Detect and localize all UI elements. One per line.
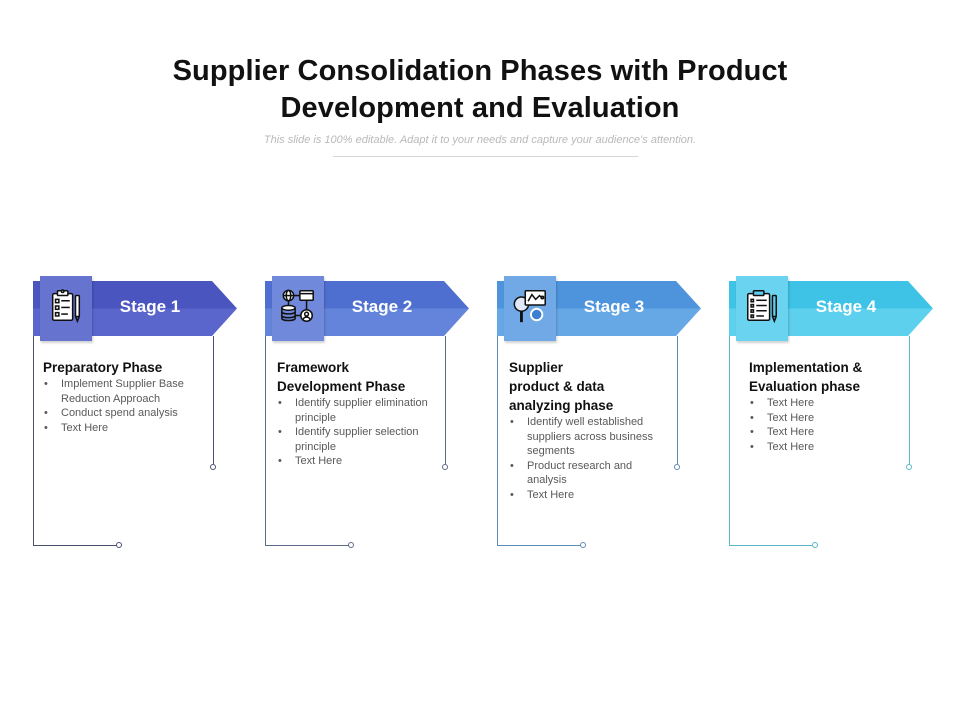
phase-content: Implementation &Evaluation phase Text He… — [749, 358, 914, 454]
bullet-item: Product research and analysis — [509, 459, 674, 488]
connector-bottom-dot — [348, 542, 354, 548]
stage-icon-box — [736, 276, 788, 341]
bullet-item: Text Here — [509, 488, 674, 503]
stage-label: Stage 1 — [119, 297, 181, 316]
stage-label: Stage 4 — [815, 297, 877, 316]
bullet-item: Text Here — [749, 425, 914, 440]
bullet-item: Text Here — [749, 440, 914, 455]
bullet-item: Text Here — [749, 411, 914, 426]
connector-right-dot — [674, 464, 680, 470]
stage-1: Stage 1 Preparatory Phase Implement Supp… — [33, 0, 265, 720]
connector-left-vertical — [729, 336, 730, 545]
connector-right-dot — [210, 464, 216, 470]
phase-bullet-list: Implement Supplier Base Reduction Approa… — [43, 377, 203, 435]
connector-left-vertical — [33, 336, 34, 545]
connector-bottom-horizontal — [729, 545, 813, 546]
connector-left-vertical — [265, 336, 266, 545]
slide-title-line-2: Development and Evaluation — [280, 92, 680, 124]
title-divider — [333, 156, 638, 157]
stage-label: Stage 3 — [583, 297, 645, 316]
connector-bottom-dot — [812, 542, 818, 548]
connector-right-vertical — [213, 336, 214, 464]
bullet-item: Identify supplier selection principle — [277, 425, 442, 454]
stage-icon-box — [272, 276, 324, 341]
bullet-item: Conduct spend analysis — [43, 406, 203, 421]
bullet-item: Text Here — [749, 396, 914, 411]
connector-bottom-dot — [580, 542, 586, 548]
bullet-item: Identify well established suppliers acro… — [509, 415, 674, 459]
connector-bottom-horizontal — [33, 545, 117, 546]
network-database-icon — [279, 287, 317, 330]
slide-subtitle: This slide is 100% editable. Adapt it to… — [263, 134, 697, 146]
bullet-item: Text Here — [277, 454, 442, 469]
connector-right-vertical — [677, 336, 678, 464]
stage-4: Stage 4 Implementation &Evaluation phase… — [729, 0, 960, 720]
clipboard-checklist-icon — [47, 287, 85, 330]
phase-content: Preparatory Phase Implement Supplier Bas… — [43, 358, 203, 435]
stage-icon-box — [40, 276, 92, 341]
bullet-item: Implement Supplier Base Reduction Approa… — [43, 377, 203, 406]
slide-title-line-1: Supplier Consolidation Phases with Produ… — [172, 55, 788, 87]
connector-right-vertical — [445, 336, 446, 464]
phase-bullet-list: Identify well established suppliers acro… — [509, 415, 674, 502]
connector-right-dot — [442, 464, 448, 470]
stage-icon-box — [504, 276, 556, 341]
clipboard-list-pen-icon — [743, 287, 781, 330]
phase-title: Implementation &Evaluation phase — [749, 360, 863, 394]
phase-bullet-list: Text HereText HereText HereText Here — [749, 396, 914, 454]
phase-bullet-list: Identify supplier elimination principleI… — [277, 396, 442, 469]
connector-right-dot — [906, 464, 912, 470]
connector-bottom-horizontal — [265, 545, 349, 546]
connector-bottom-horizontal — [497, 545, 581, 546]
connector-left-vertical — [497, 336, 498, 545]
data-analysis-magnifier-icon — [511, 287, 549, 330]
bullet-item: Identify supplier elimination principle — [277, 396, 442, 425]
stage-label: Stage 2 — [351, 297, 413, 316]
phase-title: Preparatory Phase — [43, 360, 163, 375]
slide-title: Supplier Consolidation Phases with Produ… — [0, 53, 960, 127]
bullet-item: Text Here — [43, 421, 203, 436]
connector-bottom-dot — [116, 542, 122, 548]
